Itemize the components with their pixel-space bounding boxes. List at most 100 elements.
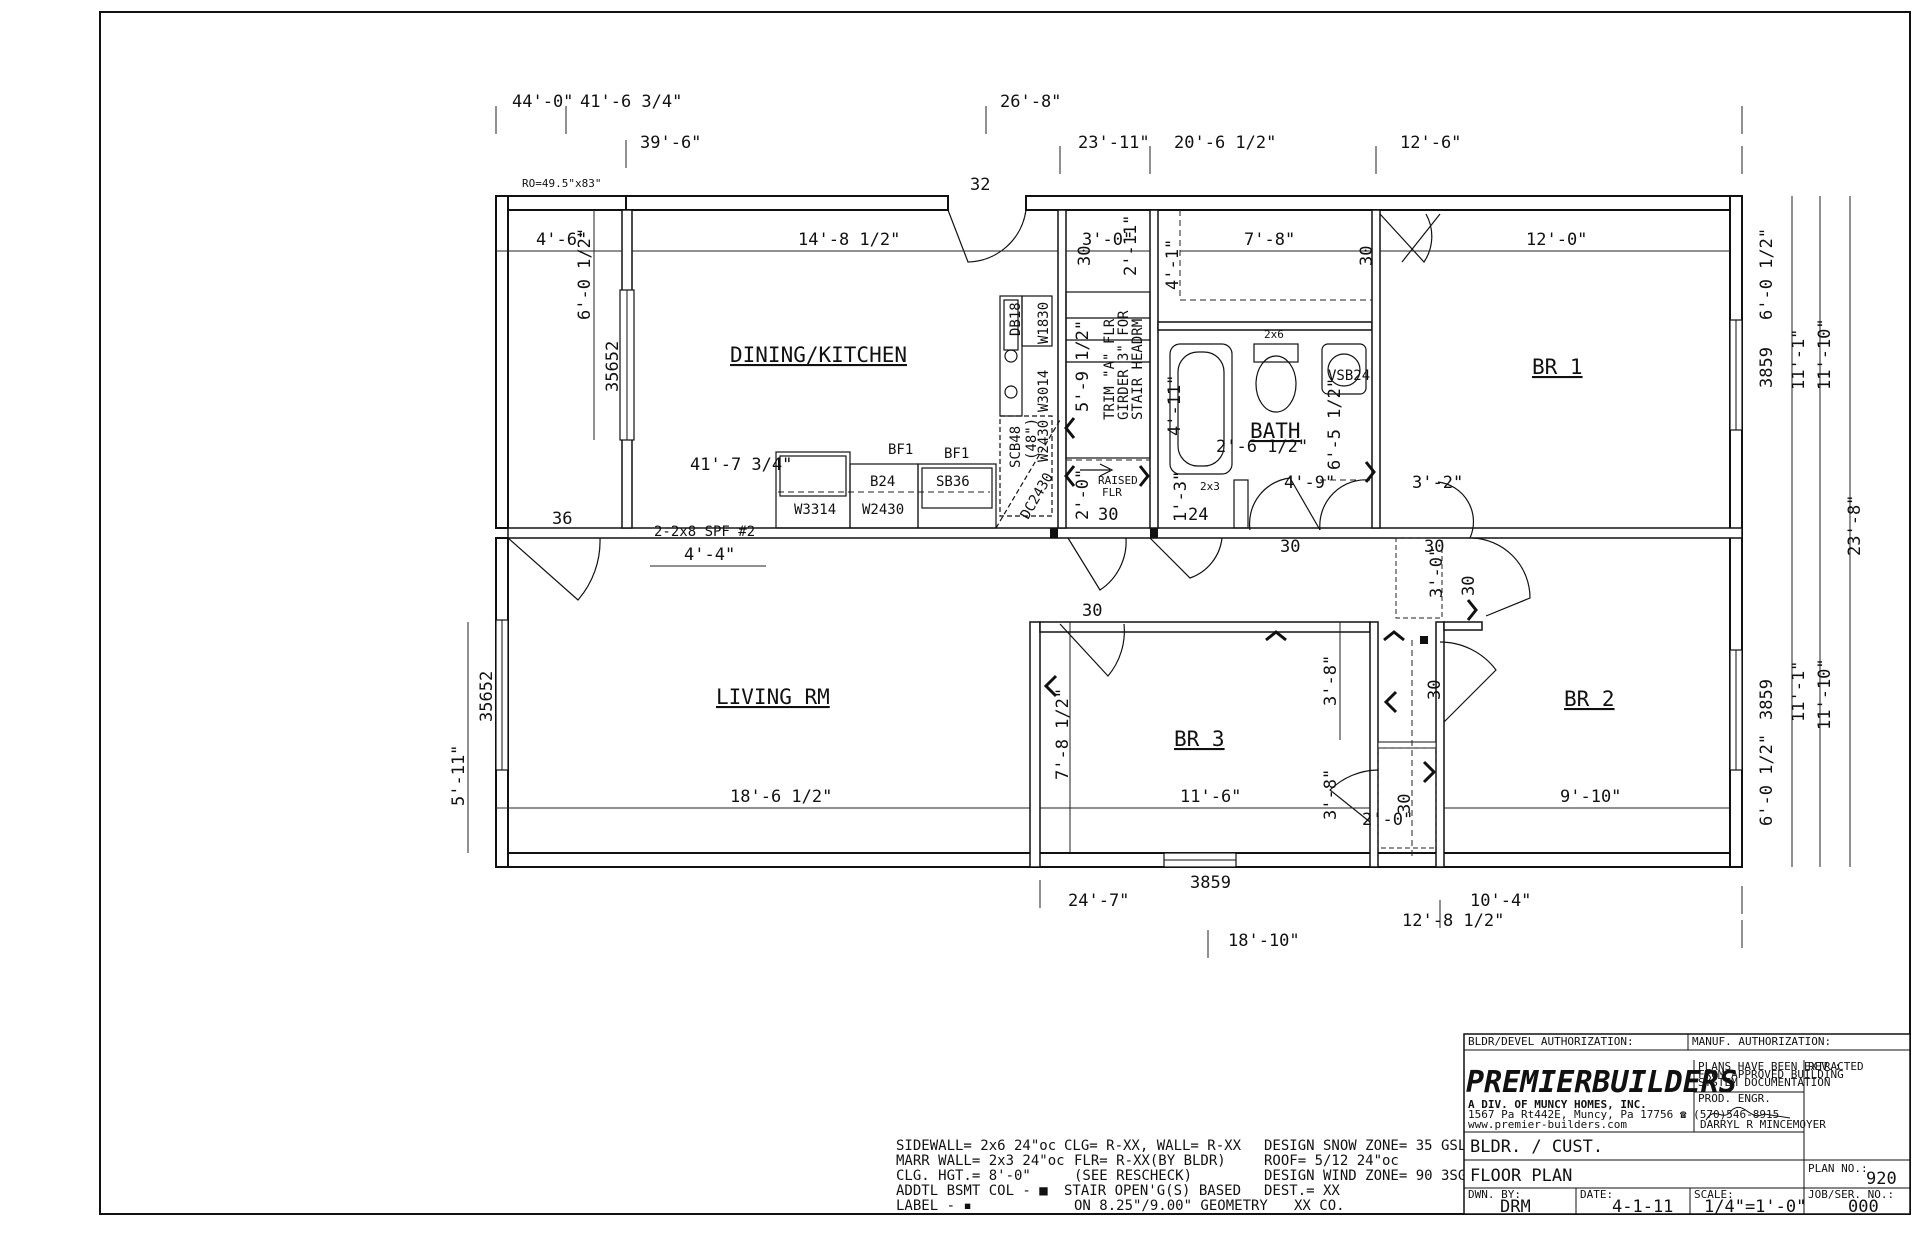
inner-dims-o-label: 2'-0"	[1073, 469, 1093, 520]
right-dims-r4-label: 11'-10"	[1815, 318, 1835, 390]
column-markers	[1050, 528, 1428, 644]
inner-dims-g-label: 4'-1"	[1163, 239, 1183, 290]
inner-dims-h-label: 6'-0 1/2"	[575, 228, 595, 320]
labels-w3014-v-label: W3014	[1036, 370, 1052, 412]
windows	[495, 289, 1743, 868]
room-br3: BR 3	[1174, 727, 1225, 751]
labels-bf1-b-label: BF1	[944, 446, 969, 462]
inner-dims-l-label: 6'-5 1/2"	[1325, 378, 1345, 470]
labels-vsb24-label: VSB24	[1328, 368, 1370, 384]
top-dims-d7-label: 12'-6"	[1400, 133, 1461, 153]
inner-dims-r-label: 3'-2"	[1412, 473, 1463, 493]
inner-dims-q-label: 4'-9"	[1284, 473, 1335, 493]
inner-dims-u-label: 3'-8"	[1321, 655, 1341, 706]
room-labels: DINING/KITCHEN LIVING RM BATH BR 1 BR 2 …	[716, 343, 1615, 751]
engineer-signature	[1705, 1107, 1791, 1121]
sheet-border	[99, 11, 1911, 1215]
inner-dims-x-label: 18'-6 1/2"	[730, 787, 832, 807]
kitchen-cabinets	[775, 295, 1061, 529]
inner-dims-a-label: 4'-6"	[536, 230, 587, 250]
labels-door30-e-label: 30	[1082, 601, 1102, 621]
title-block-prod-engr-label: PROD. ENGR.	[1698, 1092, 1771, 1105]
notes-c2-1-label: FLR= R-XX(BY BLDR)	[1074, 1153, 1226, 1169]
labels-twox6-label: 2x6	[1264, 328, 1284, 341]
notes-c3-0-label: DESIGN SNOW ZONE= 35 GSL	[1264, 1138, 1466, 1154]
title-block-division-label: A DIV. OF MUNCY HOMES, INC.	[1468, 1098, 1647, 1111]
title-block-scale-label-label: SCALE:	[1694, 1188, 1734, 1201]
right-dims-r3-label: 11'-1"	[1789, 329, 1809, 390]
inner-dims-b-label: 14'-8 1/2"	[798, 230, 900, 250]
inner-dims-y-label: 11'-6"	[1180, 787, 1241, 807]
labels-door30-h-label: 30	[1425, 680, 1445, 700]
notes-c2-4-label: ON 8.25"/9.00" GEOMETRY	[1074, 1198, 1268, 1214]
right-dims-r1-label: 6'-0 1/2"	[1757, 228, 1777, 320]
inner-dims-z-label: 9'-10"	[1560, 787, 1621, 807]
right-dimension-labels: 6'-0 1/2" 3859 11'-1" 11'-10" 23'-8" 385…	[1757, 228, 1865, 826]
tb-manuf-auth: MANUF. AUTHORIZATION:	[1692, 1035, 1831, 1048]
bath-fixtures	[1169, 343, 1367, 529]
chevron-markers	[1043, 417, 1478, 784]
title-block-engineer-label: DARRYL R MINCEMOYER	[1700, 1118, 1826, 1131]
right-dims-r8-label: 11'-10"	[1815, 658, 1835, 730]
inner-dims-k-label: 2'-6 1/2"	[1216, 437, 1308, 457]
room-bath: BATH	[1250, 419, 1301, 443]
dashed-lines	[650, 210, 1413, 858]
labels-trim-2-label: GIRDER 3" FOR	[1116, 310, 1132, 420]
bottom-dims-b4-label: 12'-8 1/2"	[1402, 911, 1504, 931]
labels-door30-f-label: 30	[1424, 537, 1444, 557]
inner-dims-s-label: 3'-0"	[1427, 547, 1447, 598]
notes-c3-1-label: ROOF= 5/12 24"oc	[1264, 1153, 1399, 1169]
bottom-dims-b1-label: 3859	[1190, 873, 1231, 893]
inner-dims-p-label: 1'-3"	[1171, 471, 1191, 522]
title-block-scale-label: 1/4"=1'-0"	[1704, 1197, 1806, 1217]
labels-raised-2-label: FLR	[1102, 486, 1122, 499]
inner-dims-aa-label: 5'-11"	[449, 745, 469, 806]
labels-trim-1-label: TRIM "A" FLR	[1102, 318, 1118, 420]
labels-door30-c-label: 30	[1098, 505, 1118, 525]
notes-c2-3-label: STAIR OPEN'G(S) BASED	[1064, 1183, 1241, 1199]
labels-db18-label: DB18	[1008, 302, 1024, 336]
labels-raised-1-label: RAISED	[1098, 474, 1138, 487]
top-dims-d5-label: 23'-11"	[1078, 133, 1150, 153]
labels-door30-d-label: 30	[1280, 537, 1300, 557]
bottom-dims-b2-label: 24'-7"	[1068, 891, 1129, 911]
right-dims-r2-label: 3859	[1757, 347, 1777, 388]
notes-c1-2-label: CLG. HGT.= 8'-0"	[896, 1168, 1031, 1184]
room-br1: BR 1	[1532, 355, 1583, 379]
title-block-job-label-label: JOB/SER. NO.:	[1808, 1188, 1894, 1201]
tb-plan-no: 920	[1866, 1169, 1897, 1189]
top-dims-d1-label: 44'-0"	[512, 92, 573, 112]
bottom-dims-b5-label: 18'-10"	[1228, 931, 1300, 951]
notes-c3-3-label: DEST.= XX	[1264, 1183, 1340, 1199]
right-dims-r9-label: 6'-0 1/2"	[1757, 734, 1777, 826]
tb-bldr-auth: BLDR/DEVEL AUTHORIZATION:	[1468, 1035, 1634, 1048]
notes-c2-2-label: (SEE RESCHECK)	[1074, 1168, 1192, 1184]
title-block-dwn-by-label-label: DWN. BY:	[1468, 1188, 1521, 1201]
labels-beam-label: 2-2x8 SPF #2	[654, 524, 755, 540]
title-block-plan-no-label-label: PLAN NO.:	[1808, 1162, 1868, 1175]
title-block-rev-label-label: REV.:	[1808, 1060, 1841, 1073]
notes-c1-4-label: LABEL - ▪	[896, 1198, 972, 1214]
labels-sb36-label: SB36	[936, 474, 970, 490]
top-dims-d3-label: 39'-6"	[640, 133, 701, 153]
labels-door30-a-label: 30	[1075, 246, 1095, 266]
inner-dims-c-label: 3'-0"	[1082, 230, 1133, 250]
labels-door30-i-label: 30	[1395, 794, 1415, 814]
inner-dims-e-label: 7'-8"	[1244, 230, 1295, 250]
bottom-dims-b3-label: 10'-4"	[1470, 891, 1531, 911]
title-block-dwn-by-label: DRM	[1500, 1197, 1531, 1217]
title-block-date-label: 4-1-11	[1612, 1197, 1673, 1217]
room-living: LIVING RM	[716, 685, 830, 709]
top-dims-d6-label: 20'-6 1/2"	[1174, 133, 1276, 153]
labels-door30-b-label: 30	[1357, 246, 1377, 266]
notes-c2-0-label: CLG= R-XX, WALL= R-XX	[1064, 1138, 1242, 1154]
title-block-job-label: 000	[1848, 1197, 1879, 1217]
top-dims-door32-label: 32	[970, 175, 990, 195]
dimension-lines	[467, 196, 1851, 867]
labels-w1830-label: W1830	[1036, 302, 1052, 344]
general-notes: SIDEWALL= 2x6 24"oc MARR WALL= 2x3 24"oc…	[896, 1138, 1466, 1214]
labels-door30-g-label: 30	[1459, 576, 1479, 596]
top-dimension-labels: 44'-0" 41'-6 3/4" 39'-6" 26'-8" 23'-11" …	[512, 92, 1461, 195]
inner-dims-t-label: 7'-8 1/2"	[1053, 688, 1073, 780]
